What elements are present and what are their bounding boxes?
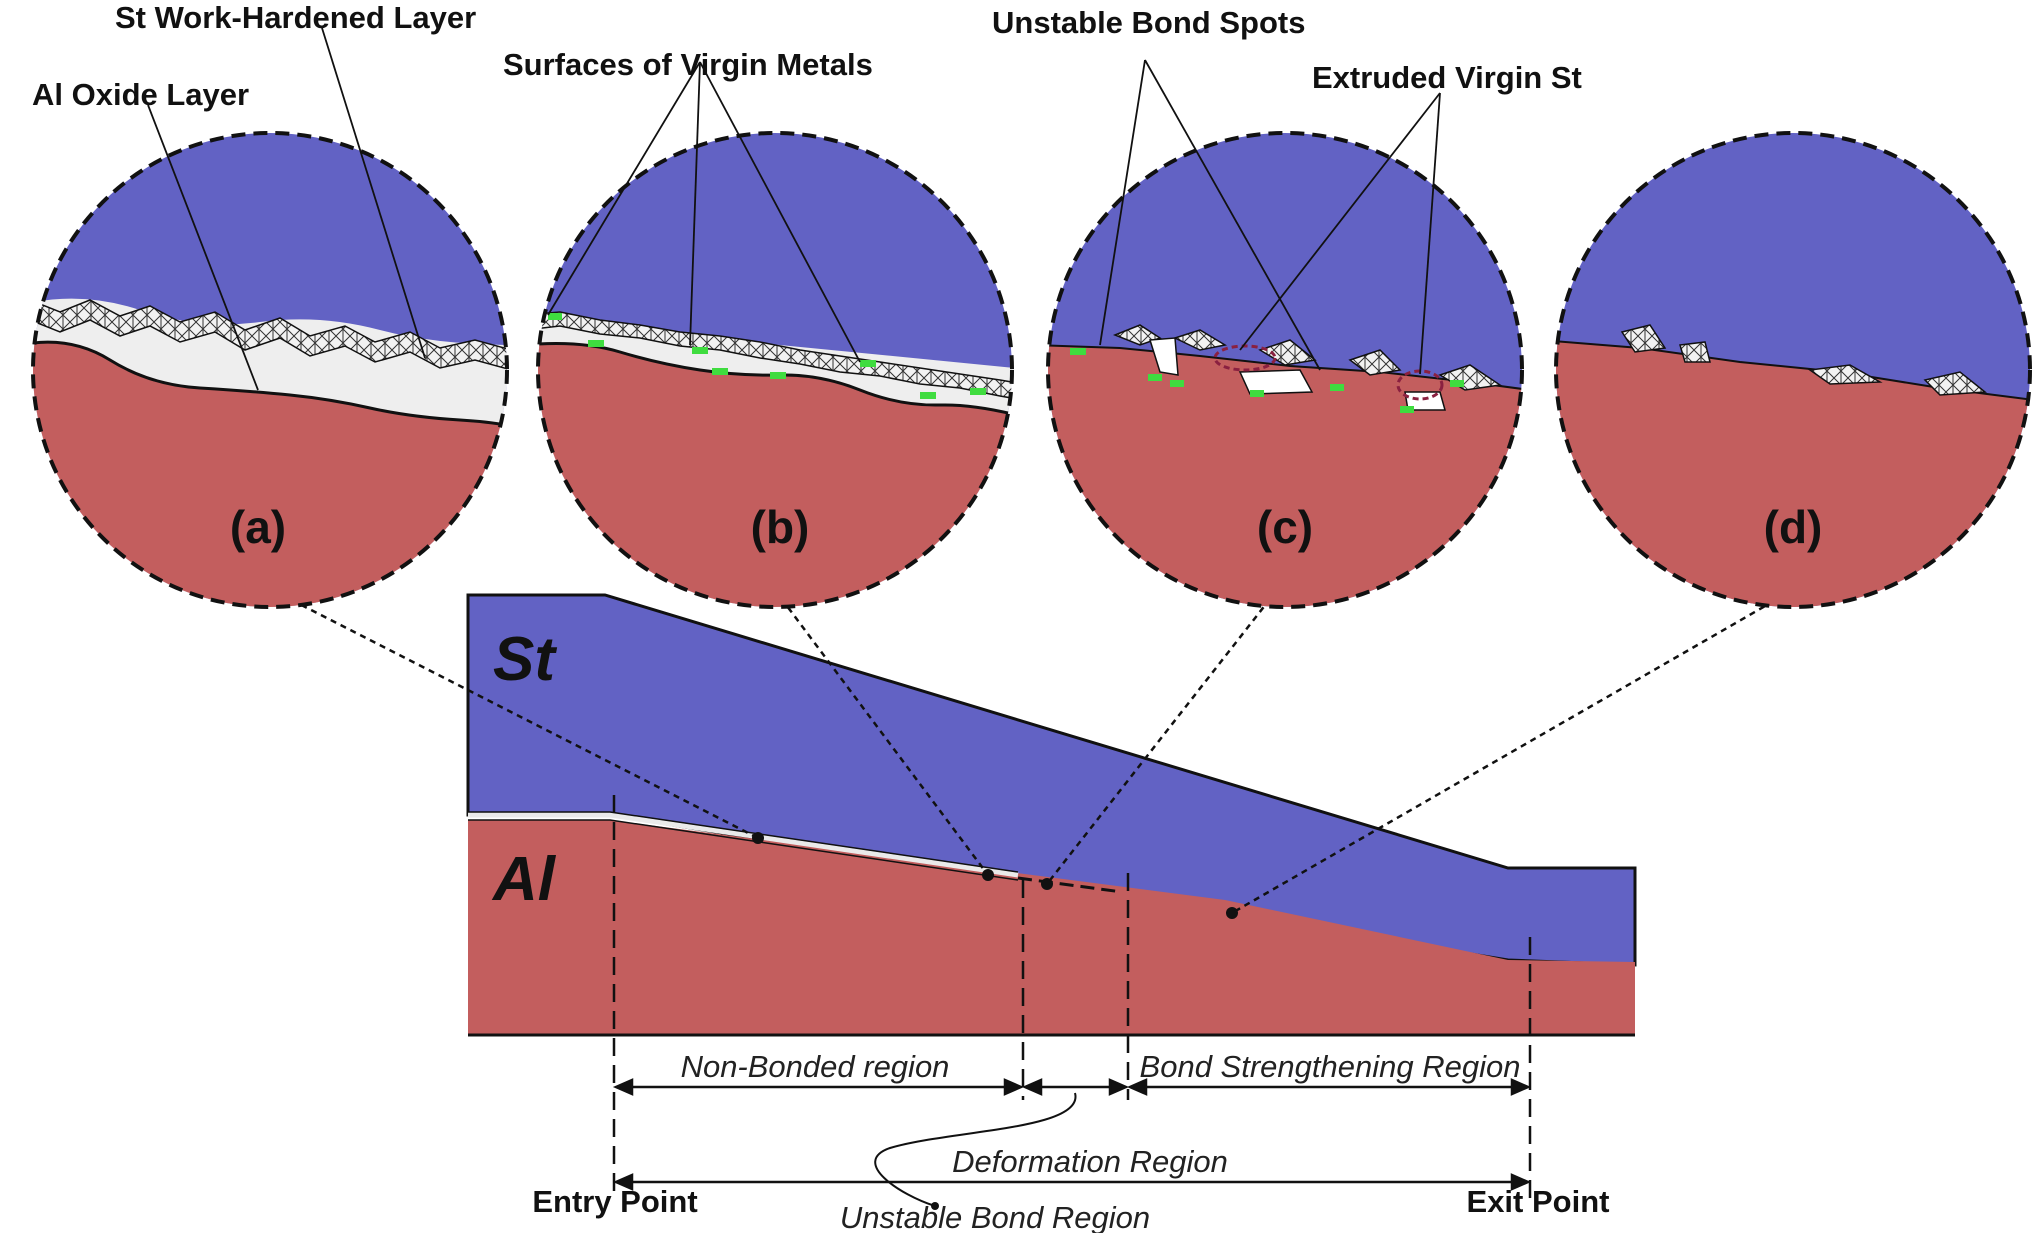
svg-text:(a): (a): [230, 501, 286, 553]
svg-text:(c): (c): [1257, 501, 1313, 553]
panel-a: (a): [31, 131, 509, 609]
unstable-bond-spots-label: Unstable Bond Spots: [992, 5, 1305, 40]
st-work-hardened-layer-label: St Work-Hardened Layer: [115, 0, 476, 35]
zoom-point-d: [1226, 907, 1238, 919]
unstable-bond-leader: [874, 1092, 1077, 1207]
unstable-bond-region-label: Unstable Bond Region: [840, 1200, 1150, 1233]
zoom-point-c: [1041, 878, 1053, 890]
extruded-virgin-st-label: Extruded Virgin St: [1312, 60, 1582, 95]
bond-strengthening-region-label: Bond Strengthening Region: [1140, 1049, 1521, 1084]
aluminum-strip: [468, 820, 1635, 1035]
svg-text:(d): (d): [1764, 501, 1823, 553]
interface-layer: [468, 812, 1019, 878]
panel-d: (d): [1554, 131, 2032, 609]
region-markers: [612, 795, 1532, 1200]
panel-c: (c): [1046, 131, 1524, 609]
entry-point-label: Entry Point: [532, 1184, 697, 1219]
region-arrows: [612, 1078, 1532, 1191]
svg-text:(b): (b): [751, 501, 810, 553]
surfaces-of-virgin-metals-label: Surfaces of Virgin Metals: [503, 47, 873, 82]
main-cross-section: St Al: [271, 588, 1794, 1037]
zoom-point-a: [752, 832, 764, 844]
callout-leaders: [147, 27, 1441, 391]
panel-b: (b): [536, 131, 1014, 609]
steel-label: St: [493, 625, 557, 694]
non-bonded-region-label: Non-Bonded region: [681, 1049, 950, 1084]
unstable-spot-1: [1213, 344, 1277, 372]
deformation-region-label: Deformation Region: [952, 1144, 1228, 1179]
aluminum-label: Al: [491, 845, 557, 914]
exit-point-label: Exit Point: [1467, 1184, 1610, 1219]
al-oxide-layer-label: Al Oxide Layer: [32, 77, 249, 112]
